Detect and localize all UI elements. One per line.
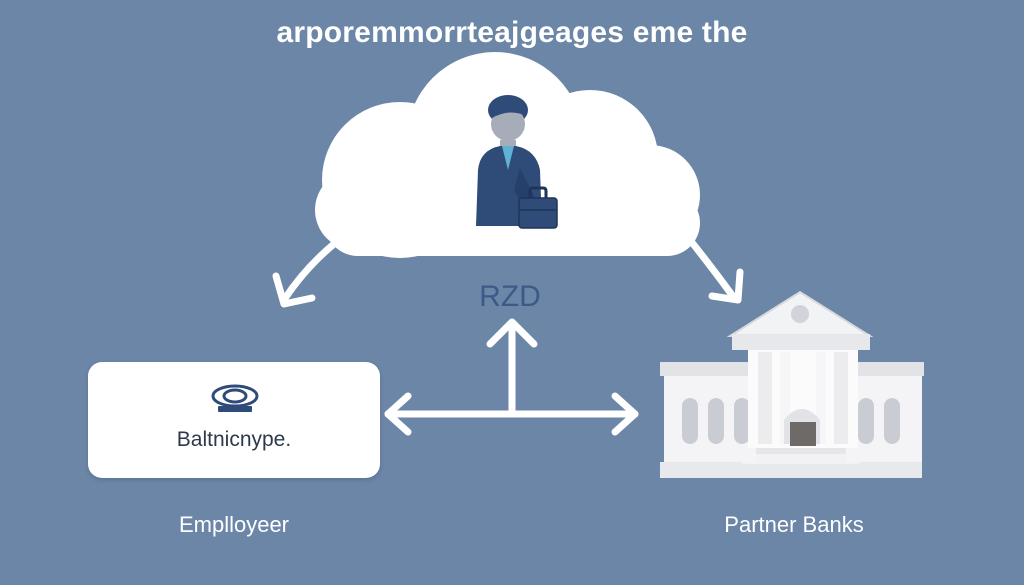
arrow-cloud-to-employer: [280, 226, 356, 304]
diagram-title: arporemmorrteajgeages eme the: [276, 16, 748, 49]
company-logo-icon: [211, 384, 259, 412]
partner-banks-caption: Partner Banks: [724, 512, 864, 537]
arrow-cloud-to-banks: [686, 236, 736, 299]
arrowhead-right: [611, 392, 639, 436]
arrowhead-left: [384, 392, 412, 436]
employer-caption: Emplloyeer: [178, 512, 290, 537]
arrowhead-up: [486, 318, 538, 348]
arrowhead-banks: [708, 268, 744, 304]
bank-building-icon: [660, 290, 924, 478]
employer-card-text: Baltnicnype.: [176, 428, 292, 451]
center-label: RZD: [479, 280, 541, 313]
arrowhead-employer: [272, 272, 316, 308]
employer-card: Baltnicnype.: [88, 362, 380, 478]
briefcase-icon: [518, 186, 558, 229]
businessperson-icon: [476, 95, 558, 229]
